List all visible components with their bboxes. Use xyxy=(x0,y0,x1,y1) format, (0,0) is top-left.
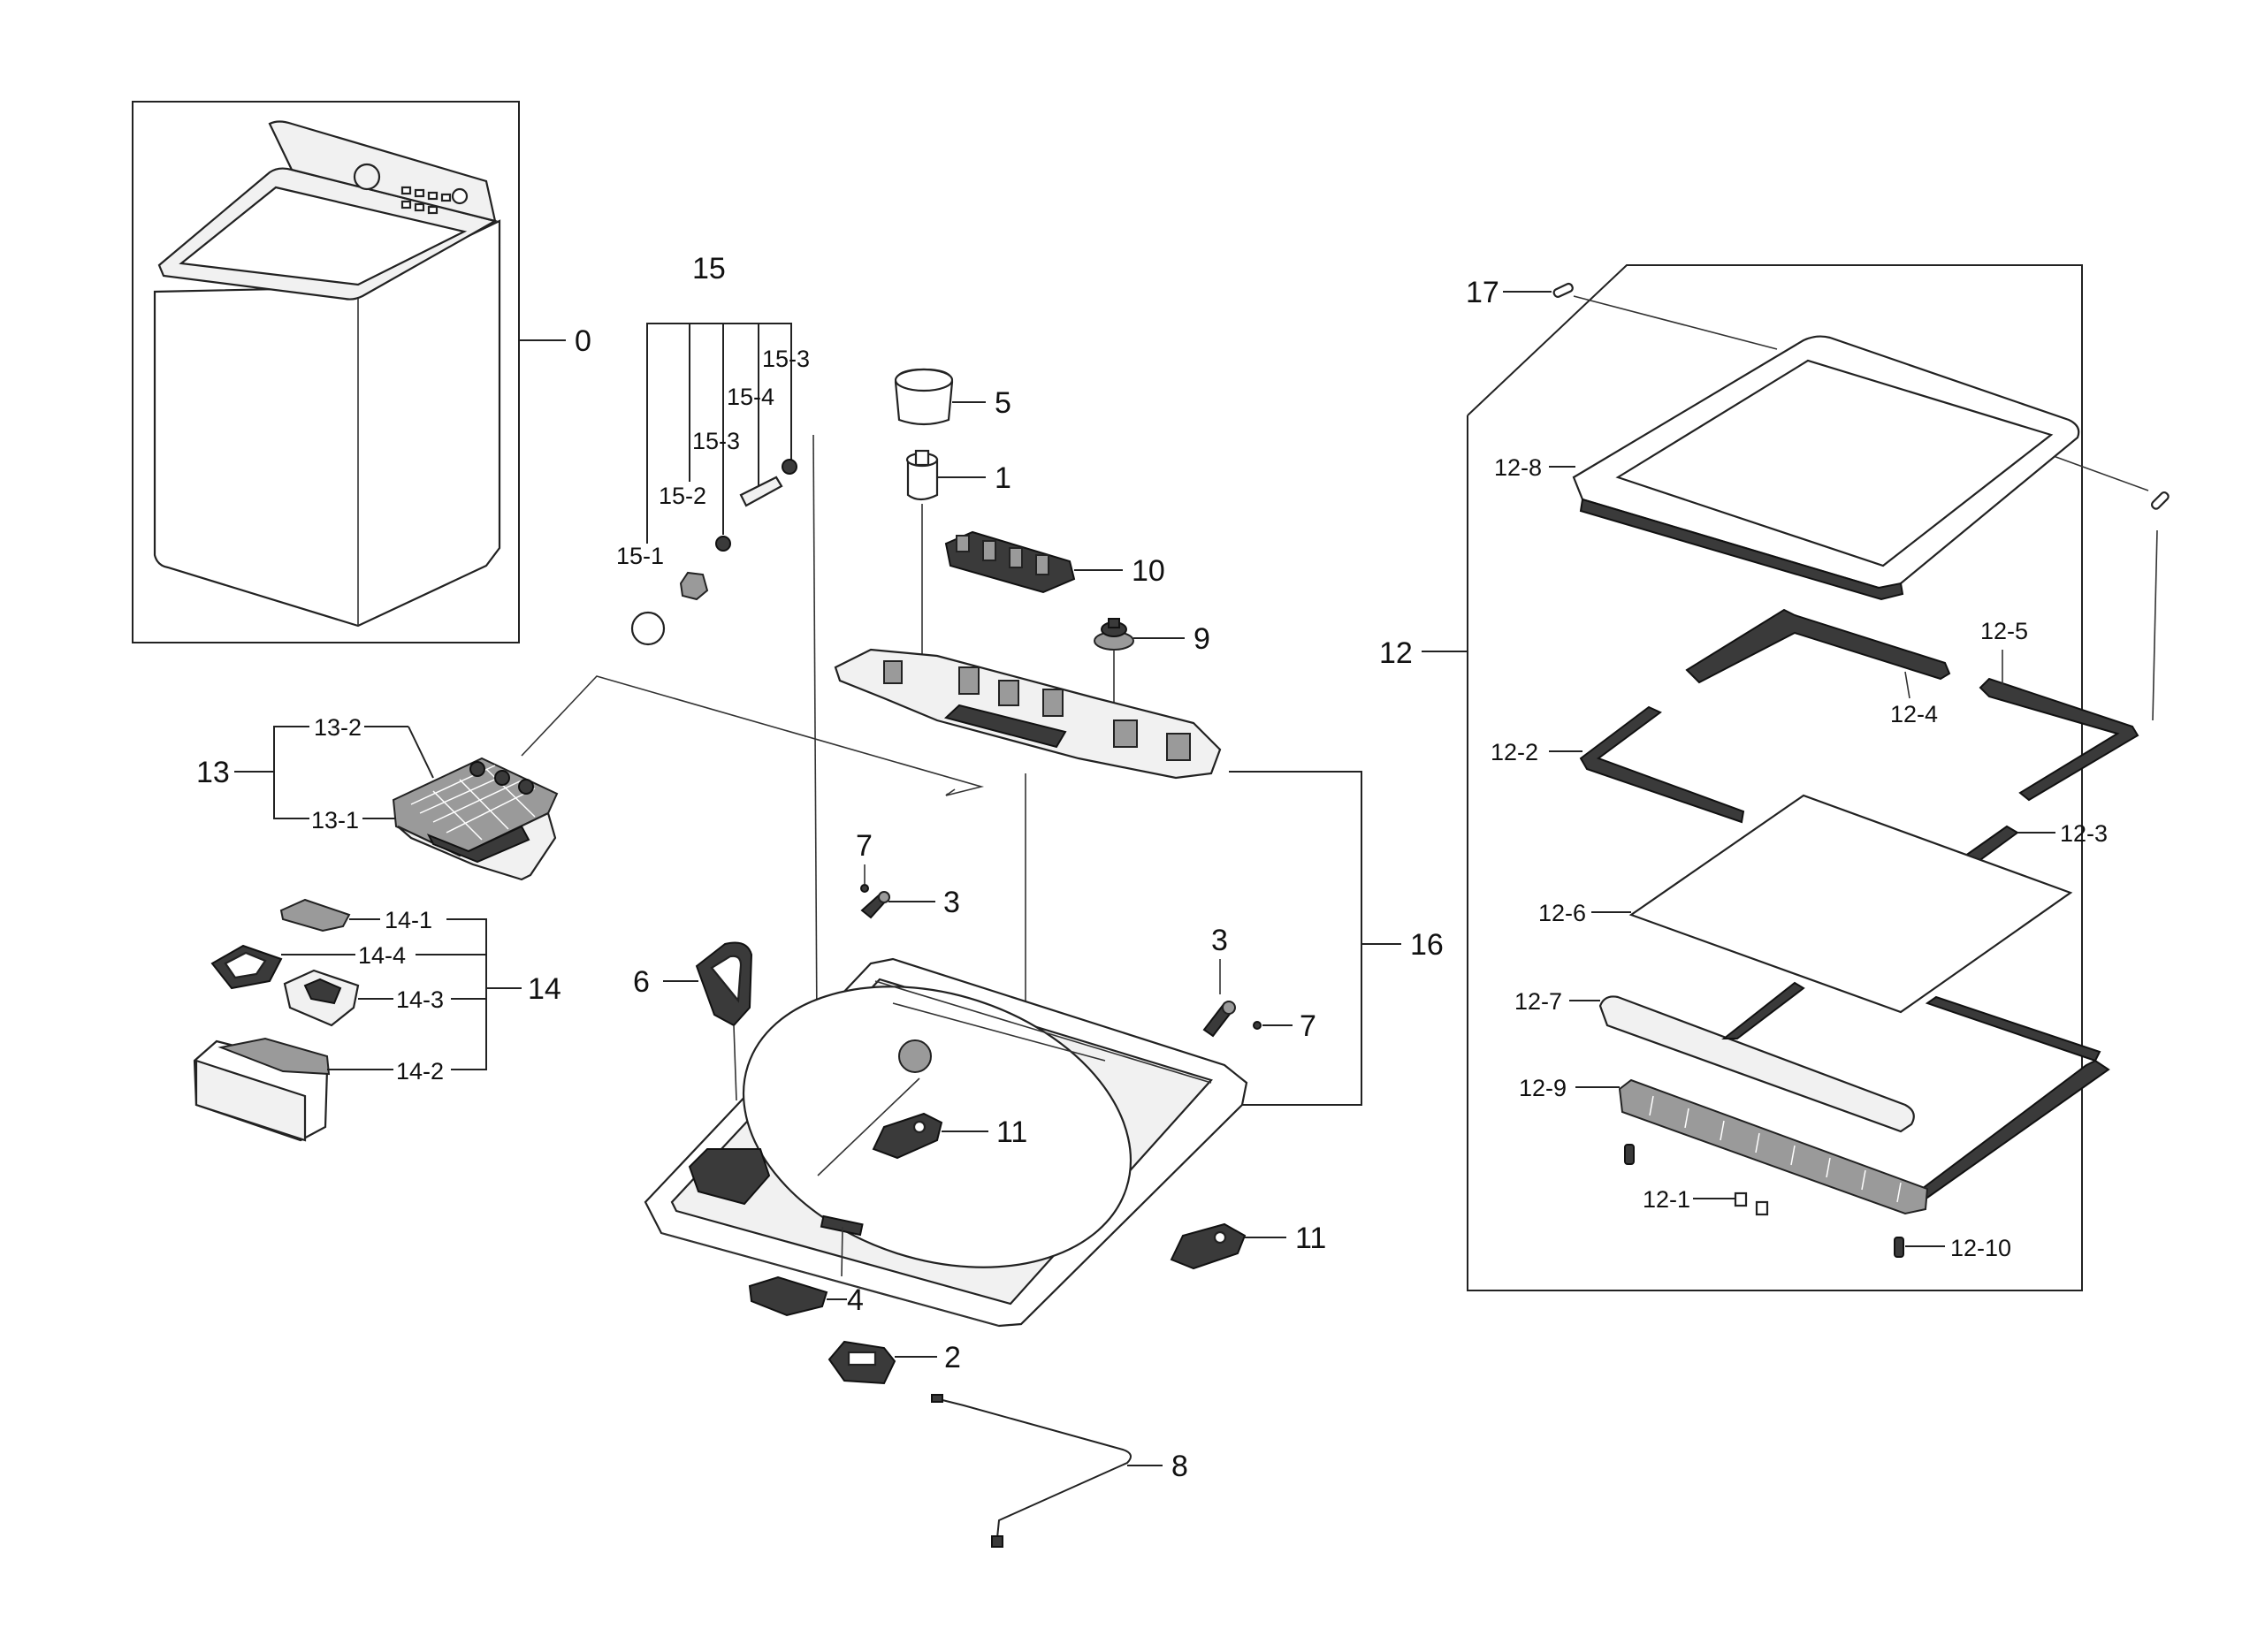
label-17: 17 xyxy=(1466,276,1499,309)
part-12-1-bumper[interactable] xyxy=(1734,1191,1769,1216)
part-15-2-bushing[interactable] xyxy=(679,571,709,601)
part-13-1-tray[interactable] xyxy=(397,811,557,881)
part-1-shaft[interactable] xyxy=(905,449,939,501)
part-12-4-rail-back[interactable] xyxy=(1685,608,1951,684)
label-12-1: 12-1 xyxy=(1643,1186,1690,1213)
part-9-pressure-switch[interactable] xyxy=(1094,618,1134,651)
part-2-lid-lock[interactable] xyxy=(827,1340,896,1385)
part-14-3-bleach-cup[interactable] xyxy=(283,969,360,1027)
part-11-hinge-outer[interactable] xyxy=(1170,1222,1247,1270)
part-14-1-clip[interactable] xyxy=(279,898,351,933)
part-12-7-handle-trim[interactable] xyxy=(1598,995,1915,1133)
part-15-3-pin-mid[interactable] xyxy=(715,536,731,552)
label-3-left: 3 xyxy=(943,886,960,919)
label-12-4: 12-4 xyxy=(1890,701,1938,727)
part-15-1-ball[interactable] xyxy=(630,611,666,646)
label-12-7: 12-7 xyxy=(1514,988,1562,1015)
part-10-switch-block[interactable] xyxy=(944,530,1076,594)
part-8-wire-harness[interactable] xyxy=(931,1394,1132,1548)
part-12-8-lid-frame[interactable] xyxy=(1572,335,2080,601)
label-12-6: 12-6 xyxy=(1538,900,1586,926)
label-12-5: 12-5 xyxy=(1980,618,2028,644)
label-6: 6 xyxy=(633,965,650,999)
label-9: 9 xyxy=(1194,622,1210,656)
label-4: 4 xyxy=(847,1283,864,1317)
part-5-knob-cap[interactable] xyxy=(894,368,954,426)
part-16-control-bracket[interactable] xyxy=(834,648,1222,780)
label-14-1: 14-1 xyxy=(385,907,432,933)
label-7-left: 7 xyxy=(856,829,873,863)
part-12-10-screw[interactable] xyxy=(1894,1237,1904,1258)
label-5: 5 xyxy=(995,386,1011,420)
part-3-hinge-left[interactable] xyxy=(860,891,890,919)
label-11-outer: 11 xyxy=(1295,1222,1326,1255)
label-0: 0 xyxy=(575,324,591,358)
label-12-8: 12-8 xyxy=(1494,454,1542,481)
part-15-4-damper[interactable] xyxy=(739,476,783,507)
part-15-3-pin-top[interactable] xyxy=(782,459,797,475)
label-13: 13 xyxy=(196,756,230,789)
label-11-inner: 11 xyxy=(996,1115,1027,1149)
label-7-right: 7 xyxy=(1300,1009,1316,1043)
washer-assembly[interactable] xyxy=(132,101,520,643)
part-17-pin-left[interactable] xyxy=(1552,282,1574,298)
part-7-screw-right[interactable] xyxy=(1253,1021,1262,1030)
part-screw-left[interactable] xyxy=(1624,1144,1635,1165)
label-12: 12 xyxy=(1379,636,1413,670)
part-14-2-drawer[interactable] xyxy=(193,1037,331,1142)
part-12-9-lid-base[interactable] xyxy=(1618,981,2110,1215)
part-11-hinge-inner[interactable] xyxy=(872,1112,943,1160)
label-15-2: 15-2 xyxy=(659,483,706,509)
part-3-hinge-right[interactable] xyxy=(1202,1001,1236,1038)
label-3-right: 3 xyxy=(1211,924,1228,957)
part-14-4-softener-cup[interactable] xyxy=(210,944,283,990)
label-12-10: 12-10 xyxy=(1950,1235,2011,1261)
label-15-3-top: 15-3 xyxy=(762,346,810,372)
part-6-funnel-cap[interactable] xyxy=(695,941,753,1027)
label-1: 1 xyxy=(995,461,1011,495)
label-15: 15 xyxy=(692,252,726,285)
part-12-6-glass-panel[interactable] xyxy=(1628,794,2073,1014)
label-15-1: 15-1 xyxy=(616,543,664,569)
label-14-2: 14-2 xyxy=(396,1058,444,1085)
part-12-5-rail-right[interactable] xyxy=(1979,677,2139,802)
part-4-lock-cover[interactable] xyxy=(748,1275,828,1317)
label-12-9: 12-9 xyxy=(1519,1075,1567,1101)
part-13-2-grid-cover[interactable] xyxy=(392,757,559,857)
label-13-2: 13-2 xyxy=(314,714,362,741)
label-12-3: 12-3 xyxy=(2060,820,2108,847)
label-14: 14 xyxy=(528,972,561,1006)
label-13-1: 13-1 xyxy=(311,807,359,834)
label-16: 16 xyxy=(1410,928,1444,962)
label-14-3: 14-3 xyxy=(396,986,444,1013)
label-2: 2 xyxy=(944,1341,961,1374)
part-7-screw-left[interactable] xyxy=(860,884,869,893)
label-14-4: 14-4 xyxy=(358,942,406,969)
part-17-pin-right[interactable] xyxy=(2150,491,2170,510)
label-15-4: 15-4 xyxy=(727,384,774,410)
label-12-2: 12-2 xyxy=(1491,739,1538,765)
label-15-3-mid: 15-3 xyxy=(692,428,740,454)
label-8: 8 xyxy=(1171,1450,1188,1483)
label-10: 10 xyxy=(1132,554,1165,588)
part-12-2-rail-left[interactable] xyxy=(1579,705,1745,824)
